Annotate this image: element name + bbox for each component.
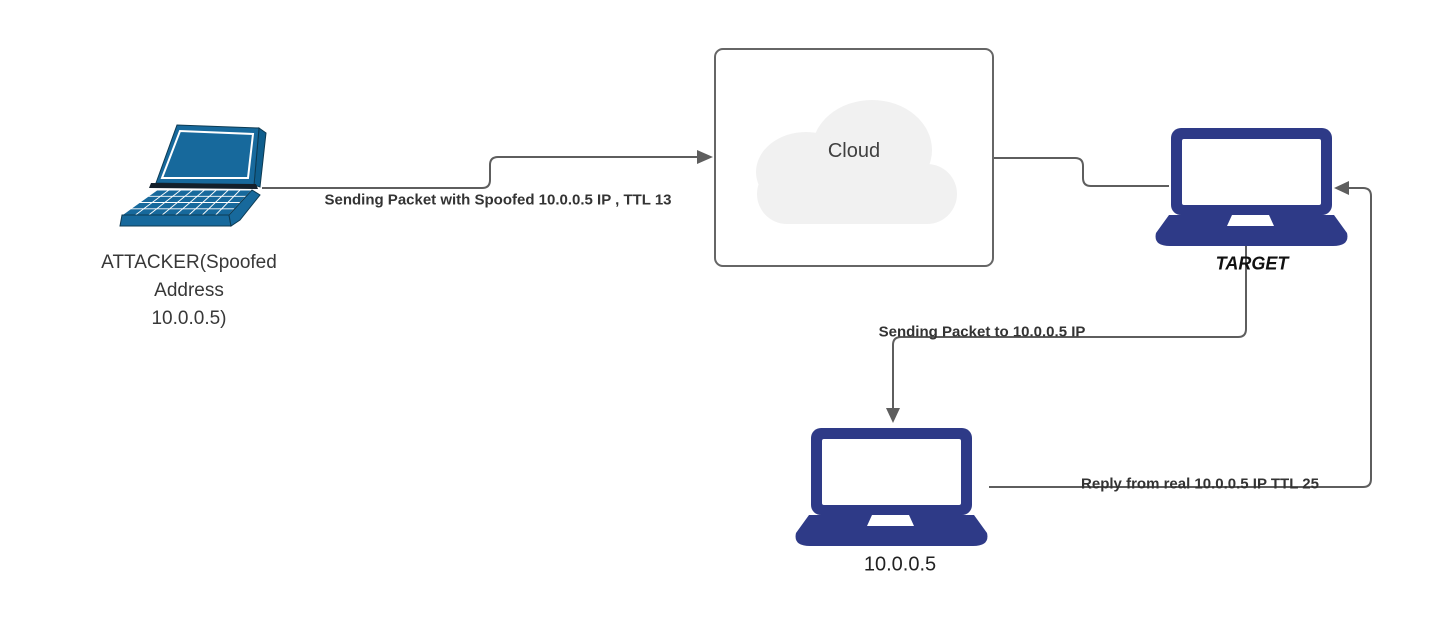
- edge-attacker-to-cloud: [262, 156, 697, 189]
- edge-attacker-to-cloud-arrowhead: [697, 150, 713, 164]
- edge-label-reply: Reply from real 10.0.0.5 IP TTL 25: [1081, 475, 1319, 493]
- edge-target-to-host-arrowhead: [886, 408, 900, 423]
- host-laptop-icon: [795, 428, 988, 546]
- edge-label-forward-packet: Sending Packet to 10.0.0.5 IP: [878, 323, 1086, 341]
- edge-target-to-host: [892, 246, 1247, 408]
- cloud-node-label: Cloud: [827, 140, 881, 162]
- host-node-label: 10.0.0.5: [863, 553, 937, 576]
- cloud-icon: [756, 100, 957, 224]
- edge-cloud-to-target: [994, 157, 1169, 187]
- cloud-box: Cloud: [714, 48, 994, 267]
- edge-host-to-target-arrowhead: [1334, 181, 1349, 195]
- edge-host-to-target: [989, 187, 1372, 488]
- attacker-node-label: ATTACKER(Spoofed Address 10.0.0.5): [101, 252, 277, 329]
- attacker-laptop-icon: [119, 124, 267, 227]
- target-node-label: TARGET: [1215, 253, 1289, 274]
- edge-label-spoofed-packet: Sending Packet with Spoofed 10.0.0.5 IP …: [324, 191, 672, 209]
- target-laptop-icon: [1155, 128, 1348, 246]
